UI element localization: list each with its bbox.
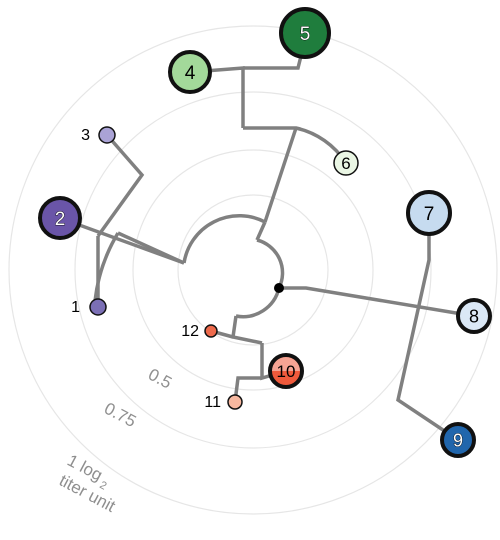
node-6: 6 [333,150,359,176]
node-7-label: 7 [424,204,435,225]
branch-lower-arc [235,287,281,319]
branch-to-green [263,127,298,223]
branch-to-3 [96,133,145,238]
node-1: 1 [71,298,107,316]
scale-label-0-5: 0.5 [145,365,175,393]
branch-to-11 [233,376,262,403]
branch-trunk-up [255,221,267,241]
node-10-label: 10 [277,362,296,381]
node-3-label: 3 [81,127,90,144]
node-11-circle [227,394,243,410]
node-9-circle [440,422,476,458]
node-2-label: 2 [55,209,66,230]
node-1-label: 1 [71,299,80,316]
scale-label-0-75: 0.75 [101,399,139,431]
node-8-circle [456,298,492,334]
node-10-circle [268,353,304,389]
node-2-circle [38,196,82,240]
node-9-label: 9 [453,430,463,450]
node-12: 12 [181,323,218,340]
scale-ring-4 [8,25,498,515]
node-8: 8 [456,298,492,334]
node-11: 11 [204,394,243,411]
node-9: 9 [440,422,476,458]
node-12-label: 12 [181,323,199,340]
branch-to-8 [279,286,475,318]
node-4: 4 [168,50,212,94]
node-4-circle [168,50,212,94]
branch-root-arc [256,238,285,289]
node-6-label: 6 [341,154,350,173]
node-12-circle [204,324,218,338]
tree-branches [59,39,475,442]
node-10: 10 [268,353,304,389]
node-5-circle [279,7,331,59]
branch-upper-arc [182,214,266,264]
node-10-shade [272,357,300,371]
scale-ring-2 [132,149,374,391]
scale-labels: 0.5 0.75 1 log2 titer unit [56,365,175,516]
scale-rings [8,25,498,515]
node-2: 2 [38,196,82,240]
node-5-label: 5 [300,24,311,45]
node-7: 7 [406,190,452,236]
node-1-circle [89,298,107,316]
scale-label-subscript: 2 [97,479,108,492]
scale-ring-1 [177,194,329,346]
node-3-circle [98,126,116,144]
node-6-circle [333,150,359,176]
node-3: 3 [81,126,116,144]
node-4-label: 4 [185,63,196,84]
node-11-label: 11 [204,394,221,411]
branch-to-1-3 [117,231,185,265]
node-8-label: 8 [469,306,479,326]
node-7-circle [406,190,452,236]
branch-mid-arc [93,232,120,302]
branch-red-arc [231,315,263,345]
node-5: 5 [279,7,331,59]
branch-to-7-9 [396,213,459,442]
scale-ring-3 [74,91,432,449]
root-node [274,283,284,293]
